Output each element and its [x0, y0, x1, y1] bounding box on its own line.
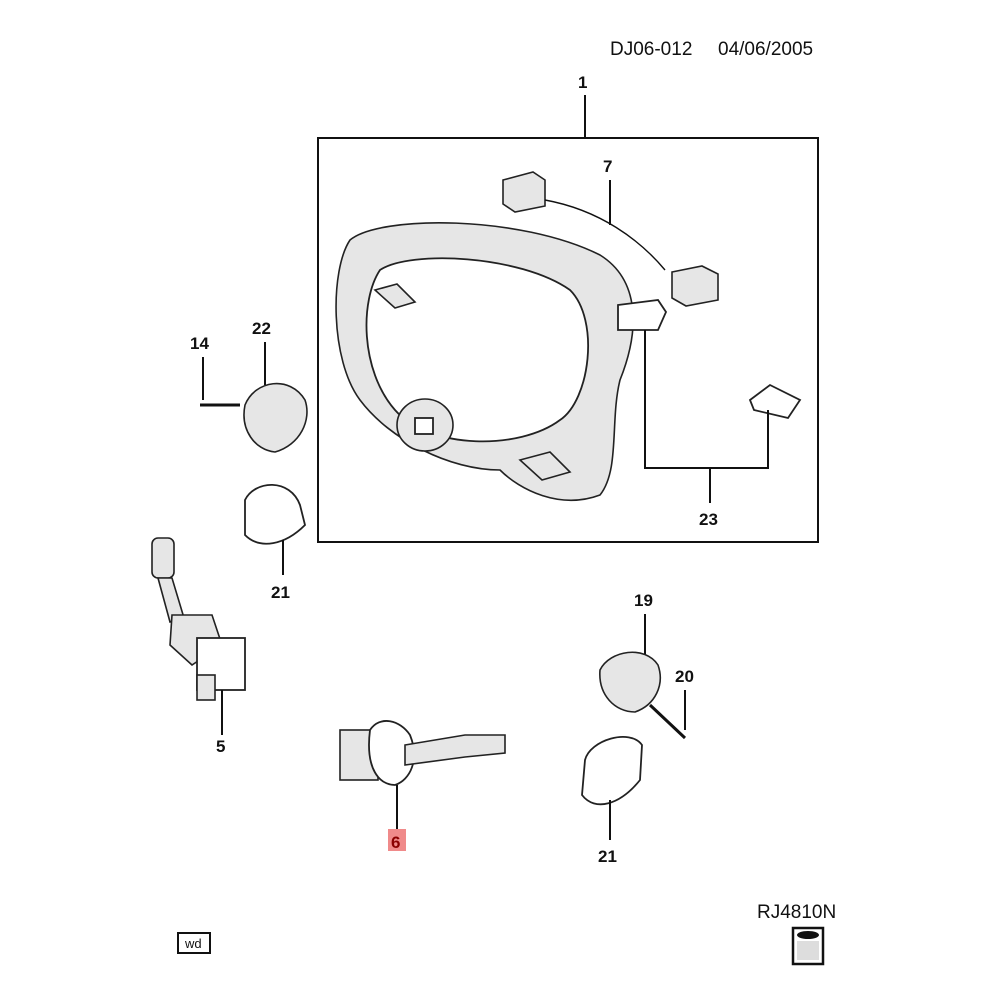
callout-23: 23 [699, 510, 718, 529]
callout-1: 1 [578, 73, 587, 92]
callout-20: 20 [675, 667, 694, 686]
switch-cover-right[interactable] [748, 383, 802, 420]
callout-19: 19 [634, 591, 653, 610]
ref-code: RJ4810N [757, 902, 836, 923]
callout-14: 14 [190, 334, 209, 353]
callout-6: 6 [391, 833, 400, 852]
callout-22: 22 [252, 319, 271, 338]
turn-signal-switch[interactable] [151, 537, 246, 701]
callout-7: 7 [603, 157, 612, 176]
wd-badge-frame [177, 932, 211, 954]
doc-date: 04/06/2005 [718, 39, 813, 60]
callout-21-upper: 21 [271, 583, 290, 602]
trim-cover-lower[interactable] [581, 736, 643, 806]
lower-cover[interactable] [599, 651, 662, 713]
trim-cover-upper[interactable] [244, 483, 306, 545]
callout-5: 5 [216, 737, 225, 756]
gm-spo-logo [791, 926, 825, 966]
assembly-box [317, 137, 819, 543]
steering-wheel-airbag[interactable] [335, 222, 634, 501]
screw-20[interactable] [648, 703, 687, 740]
doc-code: DJ06-012 [610, 39, 692, 60]
callout-21-lower: 21 [598, 847, 617, 866]
switch-cover-left[interactable] [617, 299, 668, 331]
leader-23-bracket [644, 330, 769, 469]
wd-badge: wd [184, 936, 202, 951]
highlight-box [388, 829, 406, 851]
horn-contact[interactable] [243, 382, 308, 453]
wiper-switch[interactable] [339, 720, 506, 786]
wiring-harness[interactable] [502, 171, 719, 307]
